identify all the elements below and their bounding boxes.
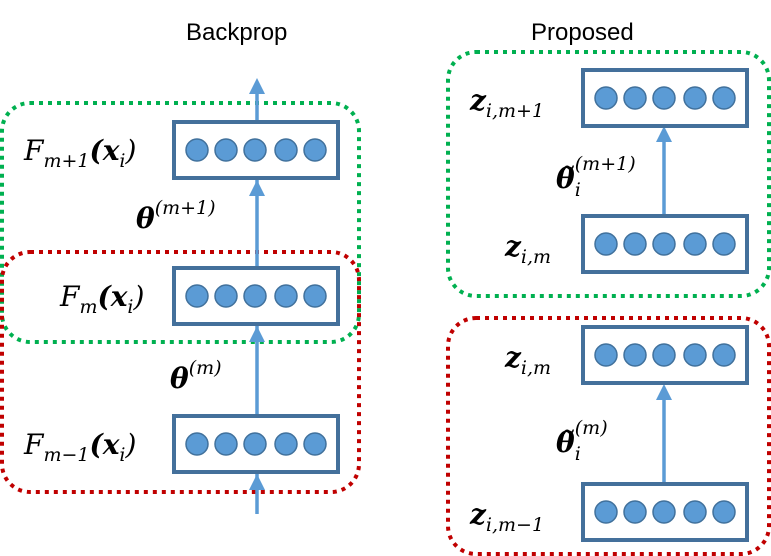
layer-z-i-m-minus-1 <box>581 482 749 542</box>
layer-z-i-m-plus-1 <box>581 68 749 128</box>
group-red-left <box>0 250 361 494</box>
label-z-i-m-bottom: zi,m <box>504 341 551 379</box>
label-f-m-minus-1: Fm−1(𝒙i) <box>23 428 136 466</box>
layer-z-i-m-bottom <box>581 325 749 385</box>
arrow-right-top <box>656 126 672 216</box>
label-z-i-m-top: zi,m <box>504 230 551 268</box>
label-theta-m: θ(m) <box>170 357 222 395</box>
label-theta-m-plus-1: θ(m+1) <box>136 197 216 235</box>
label-f-m-plus-1: Fm+1(𝒙i) <box>23 134 136 172</box>
layer-f-m-minus-1 <box>172 414 340 474</box>
label-theta-tilde-m-plus-1: θ̃i(m+1) <box>556 153 636 201</box>
title-backprop: Backprop <box>186 19 287 46</box>
layer-f-m-plus-1 <box>172 120 340 180</box>
label-z-i-m-minus-1: zi,m−1 <box>469 498 544 536</box>
layer-f-m <box>172 266 340 326</box>
group-red-right <box>446 316 771 556</box>
label-f-m: Fm(𝒙i) <box>59 280 144 318</box>
label-z-i-m-plus-1: zi,m+1 <box>469 84 544 122</box>
group-green-left <box>0 101 361 344</box>
arrow-right-bottom <box>656 384 672 484</box>
layer-z-i-m-top <box>581 214 749 274</box>
label-theta-tilde-m: θ̃i(m) <box>556 417 608 465</box>
title-proposed: Proposed <box>531 19 634 46</box>
